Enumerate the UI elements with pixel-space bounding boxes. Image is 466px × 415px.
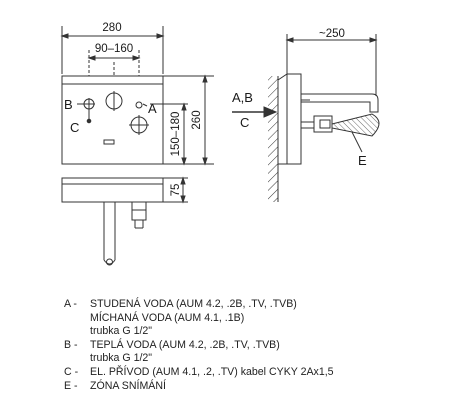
legend-text: ZÓNA SNÍMÁNÍ bbox=[90, 379, 166, 392]
width-dimension-label: 280 bbox=[102, 22, 121, 34]
supply-label-c: C bbox=[240, 115, 249, 130]
front-view bbox=[60, 26, 214, 166]
legend-key: E - bbox=[64, 379, 78, 392]
projection-dimension-label: ~250 bbox=[319, 28, 345, 40]
legend-key bbox=[64, 312, 90, 326]
outlet-label-b: B bbox=[64, 97, 73, 112]
legend-line: trubka G 1/2" bbox=[64, 352, 460, 366]
legend-text: TEPLÁ VODA (AUM 4.2, .2B, .TV, .TVB) bbox=[90, 338, 280, 351]
legend-line: trubka G 1/2" bbox=[64, 325, 460, 339]
legend-line: C - EL. PŘÍVOD (AUM 4.1, .2, .TV) kabel C… bbox=[64, 366, 460, 380]
legend: A - STUDENÁ VODA (AUM 4.2, .2B, .TV, .TVB… bbox=[64, 298, 460, 393]
outlet-label-a: A bbox=[148, 101, 157, 116]
zone-label-e: E bbox=[358, 153, 367, 168]
legend-key: A - bbox=[64, 298, 77, 310]
legend-text: trubka G 1/2" bbox=[90, 325, 153, 338]
outlet-label-c: C bbox=[70, 120, 79, 135]
legend-key: C - bbox=[64, 365, 79, 378]
legend-text: MÍCHANÁ VODA (AUM 4.1, .1B) bbox=[90, 311, 245, 324]
legend-line: A - STUDENÁ VODA (AUM 4.2, .2B, .TV, .TVB… bbox=[64, 298, 460, 312]
supply-label-ab: A,B bbox=[232, 90, 253, 105]
height-dimension-label: 260 bbox=[191, 110, 203, 129]
legend-line: MÍCHANÁ VODA (AUM 4.1, .1B) bbox=[64, 312, 460, 326]
legend-key: B - bbox=[64, 338, 78, 351]
height-range-dimension-label: 150–180 bbox=[170, 112, 182, 157]
legend-key bbox=[64, 352, 90, 366]
legend-line: E - ZÓNA SNÍMÁNÍ bbox=[64, 380, 460, 394]
legend-text: STUDENÁ VODA (AUM 4.2, .2B, .TV, .TVB) bbox=[90, 298, 297, 310]
technical-drawing: 280 90–160 B A C 150–180 260 75 bbox=[60, 22, 380, 266]
legend-text: EL. PŘÍVOD (AUM 4.1, .2, .TV) kabel CYKY… bbox=[90, 365, 334, 378]
legend-key bbox=[64, 325, 90, 339]
spacing-dimension-label: 90–160 bbox=[95, 43, 133, 55]
legend-line: B - TEPLÁ VODA (AUM 4.2, .2B, .TV, .TVB) bbox=[64, 339, 460, 353]
depth-dimension-label: 75 bbox=[170, 184, 182, 197]
legend-text: trubka G 1/2" bbox=[90, 352, 153, 365]
plan-view bbox=[61, 176, 188, 266]
side-view bbox=[232, 34, 380, 202]
